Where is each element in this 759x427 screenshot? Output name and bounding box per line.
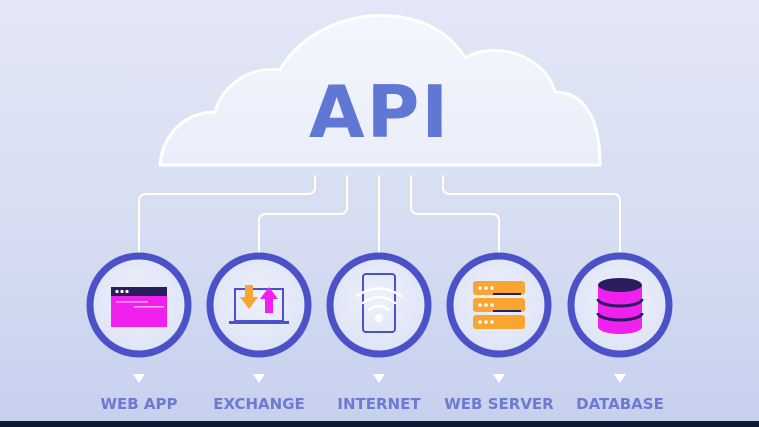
laptop-exchange-icon bbox=[229, 285, 289, 324]
connector-exchange bbox=[258, 175, 348, 253]
browser-window-icon bbox=[111, 287, 167, 327]
pointer-web-app bbox=[133, 374, 145, 383]
server-rack-icon bbox=[473, 281, 525, 329]
pointer-exchange bbox=[253, 374, 265, 383]
node-database bbox=[567, 252, 673, 358]
bottom-bar bbox=[0, 421, 759, 427]
label-exchange: EXCHANGE bbox=[213, 395, 305, 413]
api-title: API bbox=[308, 70, 451, 154]
database-icon bbox=[596, 278, 644, 334]
cloud-shape bbox=[158, 14, 602, 167]
node-web-app bbox=[86, 252, 192, 358]
connector-database bbox=[442, 175, 621, 253]
connector-web-app bbox=[138, 175, 316, 253]
pointer-triangles bbox=[133, 374, 626, 383]
label-web-app: WEB APP bbox=[100, 395, 178, 413]
label-web-server: WEB SERVER bbox=[444, 395, 554, 413]
pointer-database bbox=[614, 374, 626, 383]
node-exchange bbox=[206, 252, 312, 358]
pointer-web-server bbox=[493, 374, 505, 383]
pointer-internet bbox=[373, 374, 385, 383]
connectors bbox=[138, 175, 621, 253]
phone-wifi-icon bbox=[355, 273, 403, 333]
node-internet bbox=[326, 252, 432, 358]
node-web-server bbox=[446, 252, 552, 358]
label-internet: INTERNET bbox=[337, 395, 421, 413]
label-database: DATABASE bbox=[576, 395, 664, 413]
connector-web-server bbox=[410, 175, 500, 253]
